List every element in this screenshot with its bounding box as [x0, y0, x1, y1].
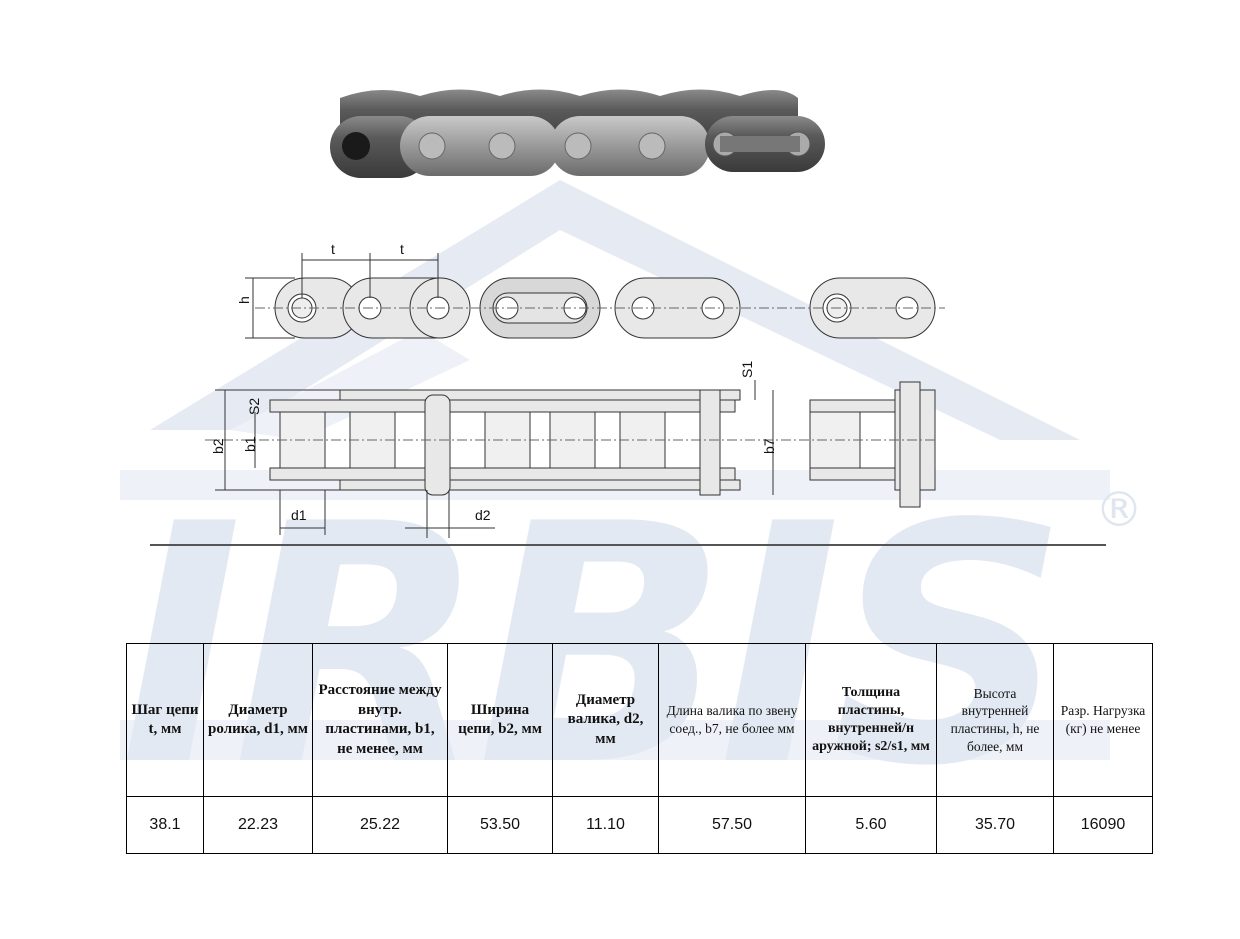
cell-plate-height: 35.70 [936, 796, 1054, 854]
cell-roller-diameter: 22.23 [203, 796, 313, 854]
d1-label: d1 [291, 507, 307, 523]
header-inner-width: Расстояние между внутр. пластинами, b1, … [312, 643, 448, 797]
header-pitch: Шаг цепи t, мм [126, 643, 204, 797]
header-plate-thickness: Толщина пластины, внутренней/н аружной; … [805, 643, 937, 797]
b7-label: b7 [761, 438, 777, 454]
header-roller-diameter: Диаметр ролика, d1, мм [203, 643, 313, 797]
s2-label: S2 [246, 398, 262, 415]
chain-top-view-drawing: S2 S1 b2 b1 b7 d1 d2 [205, 361, 936, 538]
cell-pin-length: 57.50 [658, 796, 806, 854]
cell-pitch: 38.1 [126, 796, 204, 854]
cell-breaking-load: 16090 [1053, 796, 1153, 854]
header-chain-width: Ширина цепи, b2, мм [447, 643, 553, 797]
chain-photo [330, 89, 825, 178]
cell-pin-diameter: 11.10 [552, 796, 659, 854]
b2-label: b2 [210, 438, 226, 454]
header-breaking-load: Разр. Нагрузка (кг) не менее [1053, 643, 1153, 797]
table-row: 38.1 22.23 25.22 53.50 11.10 57.50 5.60 … [126, 796, 1153, 854]
cell-plate-thickness: 5.60 [805, 796, 937, 854]
divider [150, 544, 1106, 546]
chain-side-view-drawing: t t h [236, 241, 945, 339]
pitch-label-2: t [400, 241, 404, 257]
pitch-label-1: t [331, 241, 335, 257]
s1-label: S1 [739, 361, 755, 378]
d2-label: d2 [475, 507, 491, 523]
header-plate-height: Высота внутренней пластины, h, не более,… [936, 643, 1054, 797]
header-pin-length: Длина валика по звену соед., b7, не боле… [658, 643, 806, 797]
header-pin-diameter: Диаметр валика, d2, мм [552, 643, 659, 797]
b1-label: b1 [242, 436, 258, 452]
chain-spec-table: Шаг цепи t, мм Диаметр ролика, d1, мм Ра… [126, 643, 1153, 854]
watermark-registered-mark: ® [1095, 482, 1143, 538]
cell-inner-width: 25.22 [312, 796, 448, 854]
cell-chain-width: 53.50 [447, 796, 553, 854]
table-header-row: Шаг цепи t, мм Диаметр ролика, d1, мм Ра… [126, 643, 1153, 797]
h-label: h [236, 296, 252, 304]
